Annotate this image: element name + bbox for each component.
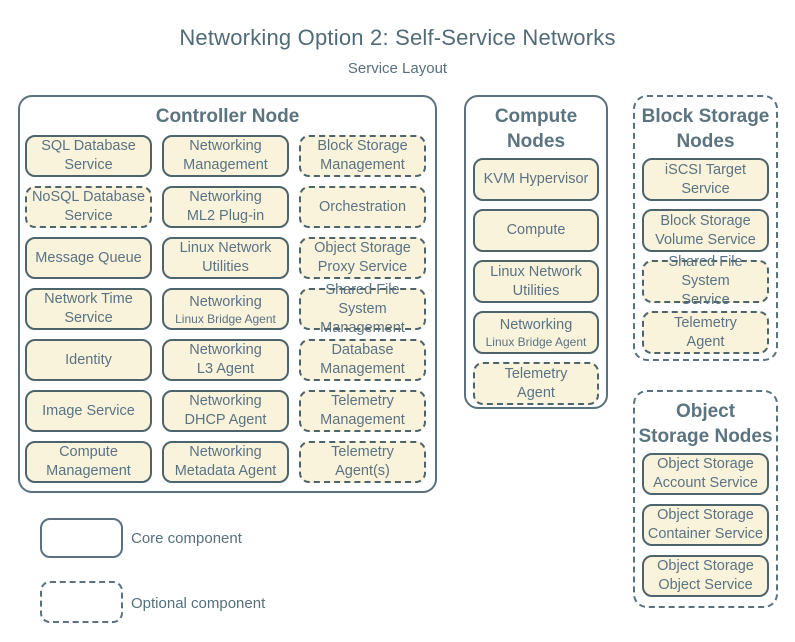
service-box-object-storage-container-service: Object Storage Container Service <box>642 504 769 546</box>
legend-optional-component-label: Optional component <box>131 595 266 612</box>
service-box-label: Networking ML2 Plug-in <box>186 189 265 224</box>
service-box-telemetry-agent: Telemetry Agent <box>642 311 769 354</box>
service-box-database-management: Database Management <box>299 339 426 381</box>
service-box-label: Block Storage Volume Service <box>655 212 756 248</box>
service-box-sublabel: Linux Bridge Agent <box>175 311 276 326</box>
service-box-label: Object Storage Container Service <box>647 507 764 542</box>
service-box-label: iSCSI Target Service <box>664 161 747 197</box>
service-box-label: Message Queue <box>35 249 142 266</box>
service-box-linux-network-utilities: Linux Network Utilities <box>473 260 599 303</box>
service-box-label: Block Storage Management <box>317 138 408 173</box>
service-box-message-queue: Message Queue <box>25 237 152 279</box>
service-box-telemetry-agent: Telemetry Agent <box>473 362 599 405</box>
service-box-object-storage-object-service: Object Storage Object Service <box>642 555 769 597</box>
service-box-label: Linux Network Utilities <box>179 240 272 275</box>
service-box-orchestration: Orchestration <box>299 186 426 228</box>
service-box-label: Networking Management <box>183 138 268 173</box>
service-box-label: Telemetry Management <box>320 393 405 428</box>
service-box-networking-dhcp-agent: Networking DHCP Agent <box>162 390 289 432</box>
service-box-label: Telemetry Agent <box>504 365 568 401</box>
service-box-networking-ml2-plug-in: Networking ML2 Plug-in <box>162 186 289 228</box>
legend-optional-component-swatch <box>40 581 123 623</box>
legend-core-component-swatch <box>40 518 123 558</box>
service-box-network-time-service: Network Time Service <box>25 288 152 330</box>
controller-node-services: SQL Database Service Networking Managemen… <box>25 135 435 483</box>
group-title-object-storage-nodes: Object Storage Nodes <box>638 401 773 447</box>
service-box-block-storage-management: Block Storage Management <box>299 135 426 177</box>
service-box-label: Networking L3 Agent <box>189 342 262 377</box>
service-box-label: SQL Database Service <box>41 138 136 173</box>
service-box-label: Shared File System Service <box>668 254 743 308</box>
service-box-sql-database-service: SQL Database Service <box>25 135 152 177</box>
service-box-object-storage-account-service: Object Storage Account Service <box>642 453 769 495</box>
service-box-label: Shared File System Management <box>320 281 405 336</box>
service-box-networking-management: Networking Management <box>162 135 289 177</box>
service-box-compute-management: Compute Management <box>25 441 152 483</box>
service-box-label: Networking DHCP Agent <box>184 393 267 428</box>
legend-core-component-label: Core component <box>131 530 242 547</box>
service-box-shared-file-system-service: Shared File System Service <box>642 254 769 308</box>
service-box-iscsi-target-service: iSCSI Target Service <box>642 158 769 201</box>
service-box-label: Orchestration <box>318 198 407 215</box>
service-box-label: Object Storage Proxy Service <box>314 240 411 275</box>
service-box-identity: Identity <box>25 339 152 381</box>
service-box-nosql-database-service: NoSQL Database Service <box>25 186 152 228</box>
service-box-label: Image Service <box>42 402 135 419</box>
service-box-label: Networking Metadata Agent <box>174 444 277 479</box>
block-storage-nodes-group: Block Storage Nodes iSCSI Target Service… <box>633 95 778 361</box>
service-box-networking-l3-agent: Networking L3 Agent <box>162 339 289 381</box>
service-box-block-storage-volume-service: Block Storage Volume Service <box>642 209 769 252</box>
service-box-label: Networking <box>499 317 573 333</box>
service-box-object-storage-proxy-service: Object Storage Proxy Service <box>299 237 426 279</box>
service-box-linux-network-utilities: Linux Network Utilities <box>162 237 289 279</box>
service-box-label: Identity <box>65 351 112 368</box>
service-box-label: Telemetry Agent <box>674 314 737 350</box>
service-box-label: Linux Network Utilities <box>490 263 582 299</box>
object-storage-nodes-group: Object Storage Nodes Object Storage Acco… <box>633 390 778 608</box>
service-box-label: KVM Hypervisor <box>483 171 589 187</box>
service-box-kvm-hypervisor: KVM Hypervisor <box>473 158 599 201</box>
service-box-label: Object Storage Account Service <box>653 456 758 491</box>
page-subtitle: Service Layout <box>347 60 448 77</box>
service-box-label: Compute Management <box>46 444 131 479</box>
service-box-networking-metadata-agent: Networking Metadata Agent <box>162 441 289 483</box>
group-title-block-storage-nodes: Block Storage Nodes <box>641 106 770 152</box>
service-box-image-service: Image Service <box>25 390 152 432</box>
service-box-label: Network Time Service <box>44 291 133 326</box>
service-box-sublabel: Linux Bridge Agent <box>485 335 587 349</box>
service-box-telemetry-agent-s: Telemetry Agent(s) <box>299 441 426 483</box>
service-box-shared-file-system-management: Shared File System Management <box>299 282 426 336</box>
service-box-label: Compute <box>506 222 566 238</box>
service-box-label: Networking <box>189 293 262 310</box>
service-box-compute: Compute <box>473 209 599 252</box>
service-box-label: Telemetry Agent(s) <box>331 444 394 479</box>
service-box-telemetry-management: Telemetry Management <box>299 390 426 432</box>
service-box-label: NoSQL Database Service <box>31 189 146 224</box>
group-title-compute-nodes: Compute Nodes <box>494 106 578 152</box>
service-box-label: Database Management <box>320 342 405 377</box>
page-title: Networking Option 2: Self-Service Networ… <box>179 25 616 50</box>
service-box-label: Object Storage Object Service <box>657 558 754 593</box>
group-title-controller-node: Controller Node <box>155 106 300 127</box>
